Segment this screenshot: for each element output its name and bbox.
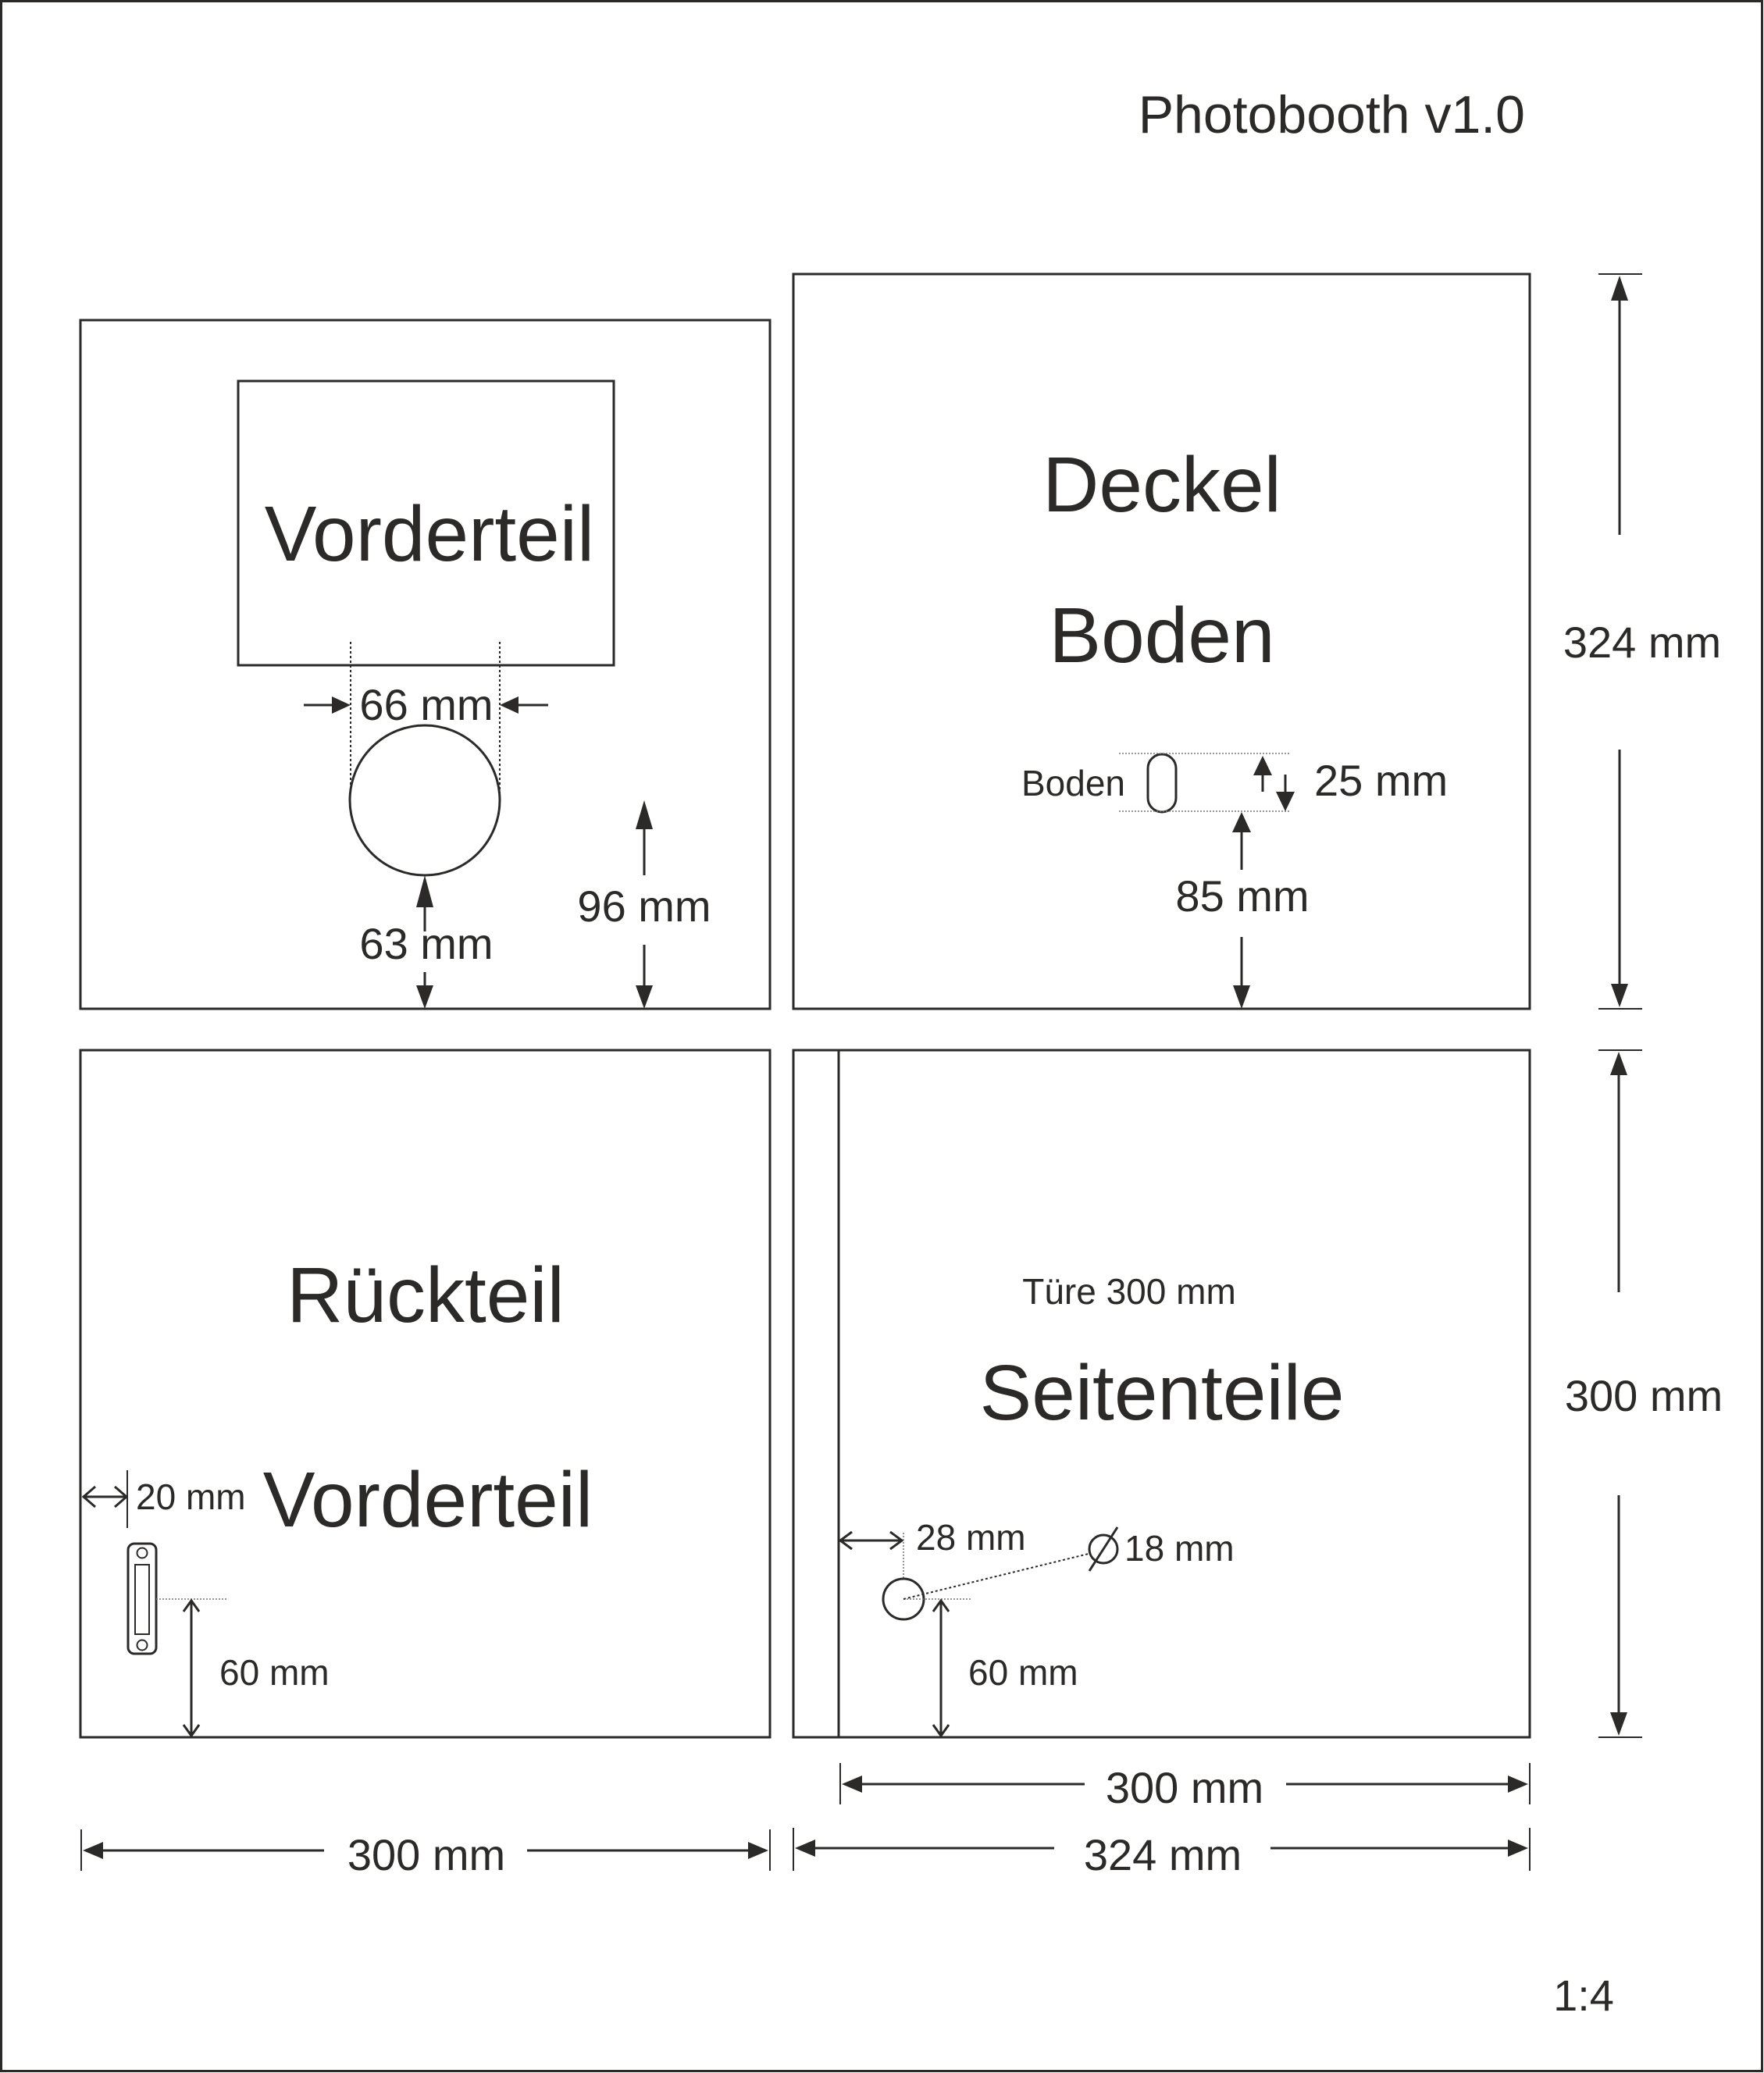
- arrow-head-down-icon: [416, 985, 433, 1009]
- door-width-label: 300 mm: [1106, 1763, 1263, 1812]
- front-label: Vorderteil: [265, 490, 594, 578]
- scale-label: 1:4: [1553, 1971, 1614, 2020]
- dim-door-width: 300 mm: [839, 1763, 1531, 1812]
- bottom-label: Boden: [1049, 592, 1274, 679]
- arrow-head-right-icon: [889, 1530, 904, 1551]
- arrow-head-up-icon: [1611, 276, 1628, 301]
- diameter-icon: [1088, 1533, 1119, 1565]
- dim-lid-height: 324 mm: [1563, 273, 1721, 1010]
- arrow-head-left-icon: [500, 696, 519, 714]
- arrow-head-down-icon: [182, 1724, 201, 1738]
- latch-bottom-label: 60 mm: [219, 1652, 330, 1693]
- arrow-head-down-icon: [636, 985, 653, 1009]
- arrow-head-down-icon: [1611, 984, 1628, 1007]
- lens-hole: [348, 724, 501, 877]
- panel-back-outline: [79, 1049, 772, 1739]
- arrow-head-up-icon: [1610, 1052, 1627, 1075]
- hole-side-label: 28 mm: [916, 1517, 1026, 1558]
- panel-front: Vorderteil 66 mm 63 mm 96 mm: [79, 319, 772, 1010]
- arrow-head-up-icon: [932, 1598, 950, 1612]
- door-note: Türe 300 mm: [1022, 1271, 1236, 1312]
- slot-bottom-label: 85 mm: [1175, 871, 1309, 921]
- hole-bottom-label: 63 mm: [359, 919, 493, 968]
- arrow-head-left-icon: [838, 1530, 853, 1551]
- panel-lid-outline: [792, 272, 1531, 1010]
- dim-side-height: 300 mm: [1565, 1049, 1723, 1738]
- dim-back-width: 300 mm: [80, 1829, 771, 1879]
- arrow-head-up-icon: [1232, 812, 1251, 832]
- front-cutout: [237, 379, 615, 667]
- panel-back: Rückteil Vorderteil 20 mm 60 mm: [79, 1049, 772, 1739]
- arrow-head-right-icon: [332, 696, 351, 714]
- side-width-label: 324 mm: [1084, 1830, 1242, 1879]
- arrow-head-up-icon: [636, 800, 653, 829]
- arrow-head-right-icon: [114, 1485, 129, 1508]
- arrow-head-left-icon: [842, 1776, 862, 1793]
- hole-bottom-label: 60 mm: [968, 1652, 1078, 1693]
- slot-hole: [1146, 753, 1178, 814]
- latch-side-label: 20 mm: [136, 1476, 246, 1517]
- arrow-head-down-icon: [932, 1724, 950, 1738]
- arrow-head-down-icon: [1276, 792, 1295, 811]
- arrow-head-down-icon: [1610, 1712, 1627, 1736]
- panel-side: Türe 300 mm Seitenteile 28 mm 18 mm 60 m…: [792, 1049, 1531, 1739]
- cutout-bottom-label: 96 mm: [577, 882, 711, 931]
- arrow-head-right-icon: [1508, 1776, 1528, 1793]
- side-height-label: 300 mm: [1565, 1371, 1723, 1420]
- side-label: Seitenteile: [980, 1349, 1345, 1437]
- door-latch-icon: [127, 1542, 158, 1655]
- hole-diameter-label: 18 mm: [1124, 1528, 1235, 1569]
- hole-width-label: 66 mm: [359, 680, 493, 729]
- diameter-leader-line: [903, 1553, 1089, 1600]
- back-width-label: 300 mm: [347, 1830, 505, 1879]
- arrow-head-up-icon: [416, 875, 433, 907]
- panel-lid: Deckel Boden Boden 25 mm 85 mm: [792, 272, 1531, 1010]
- lid-label: Deckel: [1042, 441, 1281, 529]
- diameter-icon-slash: [1088, 1526, 1119, 1572]
- arrow-head-left-icon: [795, 1840, 815, 1857]
- slot-label: Boden: [1021, 763, 1125, 803]
- arrow-head-left-icon: [83, 1842, 103, 1859]
- arrow-head-down-icon: [1233, 985, 1250, 1009]
- dim-side-width: 324 mm: [793, 1828, 1531, 1879]
- panel-side-outline: [792, 1049, 1531, 1739]
- arrow-head-right-icon: [1508, 1840, 1528, 1857]
- arrow-head-up-icon: [1253, 756, 1272, 775]
- arrow-head-left-icon: [81, 1485, 96, 1508]
- arrow-head-up-icon: [182, 1598, 201, 1612]
- arrow-head-right-icon: [748, 1842, 768, 1859]
- back-label: Rückteil: [287, 1252, 565, 1339]
- slot-height-label: 25 mm: [1314, 756, 1448, 805]
- back-front-label: Vorderteil: [263, 1456, 593, 1544]
- drawing-title: Photobooth v1.0: [1139, 85, 1525, 144]
- lid-height-label: 324 mm: [1563, 618, 1721, 667]
